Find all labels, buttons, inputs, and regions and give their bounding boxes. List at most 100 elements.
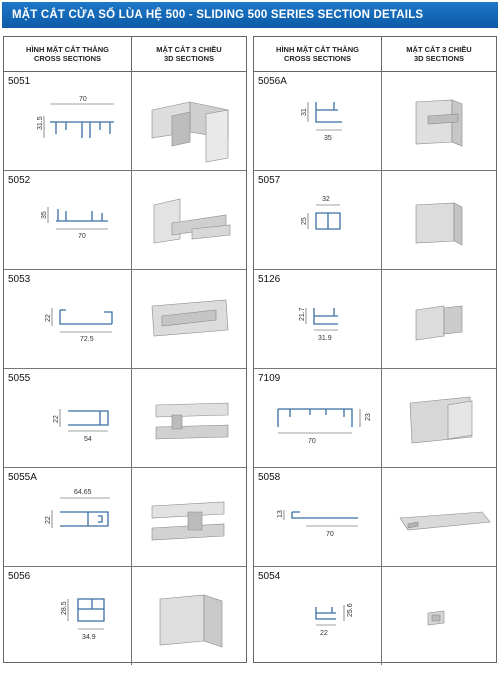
table-row: 5056 28.5 34.9	[4, 567, 246, 665]
cross-section-drawing: 25.6 22	[315, 603, 354, 637]
table-row: 5056A 31 35	[254, 72, 496, 171]
3d-section-image	[159, 594, 223, 648]
dimension-label: 34.9	[82, 634, 96, 641]
3d-section-cell	[382, 72, 496, 170]
cross-section-drawing: 64.65 22	[45, 489, 110, 528]
3d-section-image	[415, 305, 463, 341]
cross-header-en: CROSS SECTIONS	[283, 54, 352, 63]
cross-section-cell: 5051 70 31.5	[4, 72, 132, 170]
3d-header-vn: MẶT CẮT 3 CHIỀU	[156, 45, 222, 54]
3d-section-cell	[132, 468, 246, 566]
cross-section-cell: 5053 22 72.5	[4, 270, 132, 368]
cross-section-cell: 5054 25.6 22	[254, 567, 382, 665]
table-row: 5058 13 70	[254, 468, 496, 567]
3d-section-cell	[382, 468, 496, 566]
dimension-label: 31.9	[318, 335, 332, 342]
cross-section-drawing: 22 72.5	[45, 308, 113, 343]
dimension-label: 25	[301, 217, 308, 225]
cross-section-drawing: 13 70	[277, 510, 358, 538]
3d-section-image	[415, 99, 463, 147]
cross-section-drawing: 28.5 34.9	[61, 598, 105, 641]
table-row: 5057 32 25	[254, 171, 496, 270]
cross-header-vn: HÌNH MẶT CẮT THẲNG	[26, 45, 109, 54]
table-row: 5051 70 31.5	[4, 72, 246, 171]
profile-code: 5056A	[258, 76, 287, 87]
3d-section-header: MẶT CẮT 3 CHIỀU 3D SECTIONS	[382, 37, 496, 71]
dimension-label: 35	[41, 211, 48, 219]
profile-code: 5058	[258, 472, 281, 483]
3d-section-header: MẶT CẮT 3 CHIỀU 3D SECTIONS	[132, 37, 246, 71]
3d-header-en: 3D SECTIONS	[413, 54, 464, 63]
3d-section-cell	[132, 567, 246, 665]
table-row: 5055 22 54	[4, 369, 246, 468]
3d-section-cell	[132, 369, 246, 467]
3d-section-image	[409, 396, 473, 444]
profile-code: 5057	[258, 175, 281, 186]
table-row: 5054 25.6 22	[254, 567, 496, 665]
cross-section-drawing: 32 25	[301, 196, 341, 230]
3d-section-image	[427, 610, 445, 626]
profile-code: 5056	[8, 571, 31, 582]
dimension-label: 70	[308, 438, 316, 445]
cross-section-cell: 5055A 64.65 22	[4, 468, 132, 566]
3d-section-cell	[382, 369, 496, 467]
profile-code: 5126	[258, 274, 281, 285]
dimension-label: 22	[320, 630, 328, 637]
table-header: HÌNH MẶT CẮT THẲNG CROSS SECTIONS MẶT CẮ…	[4, 37, 246, 72]
dimension-label: 23	[365, 413, 372, 421]
cross-section-cell: 5058 13 70	[254, 468, 382, 566]
3d-header-vn: MẶT CẮT 3 CHIỀU	[406, 45, 472, 54]
dimension-label: 64.65	[74, 489, 92, 496]
dimension-label: 70	[78, 233, 86, 240]
3d-section-image	[399, 511, 491, 531]
dimension-label: 28.5	[61, 601, 68, 615]
3d-section-image	[155, 402, 229, 440]
cross-section-cell: 5126 21.7 31.9	[254, 270, 382, 368]
3d-section-cell	[382, 567, 496, 665]
cross-header-vn: HÌNH MẶT CẮT THẲNG	[276, 45, 359, 54]
dimension-label: 22	[45, 516, 52, 524]
3d-section-image	[151, 501, 225, 541]
profile-code: 5052	[8, 175, 31, 186]
right-section-table: HÌNH MẶT CẮT THẲNG CROSS SECTIONS MẶT CẮ…	[253, 36, 497, 665]
3d-section-image	[151, 299, 229, 337]
cross-section-cell: 5056 28.5 34.9	[4, 567, 132, 665]
3d-section-cell	[132, 171, 246, 269]
dimension-label: 32	[322, 196, 330, 203]
table-header: HÌNH MẶT CẮT THẲNG CROSS SECTIONS MẶT CẮ…	[254, 37, 496, 72]
profile-code: 5053	[8, 274, 31, 285]
cross-section-cell: 5055 22 54	[4, 369, 132, 467]
cross-section-cell: 5057 32 25	[254, 171, 382, 269]
dimension-label: 21.7	[299, 307, 306, 321]
profile-code: 7109	[258, 373, 281, 384]
dimension-label: 35	[324, 135, 332, 142]
left-section-table: HÌNH MẶT CẮT THẲNG CROSS SECTIONS MẶT CẮ…	[3, 36, 247, 665]
cross-section-drawing: 35 70	[41, 207, 108, 240]
table-row: 5126 21.7 31.9	[254, 270, 496, 369]
table-row: 7109 23 70	[254, 369, 496, 468]
cross-section-cell: 5052 35 70	[4, 171, 132, 269]
3d-section-image	[153, 198, 231, 244]
cross-section-header: HÌNH MẶT CẮT THẲNG CROSS SECTIONS	[254, 37, 382, 71]
3d-section-image	[151, 101, 229, 163]
dimension-label: 72.5	[80, 336, 94, 343]
dimension-label: 13	[277, 510, 284, 518]
dimension-label: 22	[53, 415, 60, 423]
table-row: 5055A 64.65 22	[4, 468, 246, 567]
profile-code: 5055	[8, 373, 31, 384]
table-row: 5052 35 70	[4, 171, 246, 270]
cross-section-drawing: 31 35	[301, 102, 342, 142]
3d-section-cell	[382, 270, 496, 368]
cross-section-drawing: 22 54	[53, 409, 109, 443]
cross-section-drawing: 21.7 31.9	[299, 307, 338, 342]
dimension-label: 25.6	[347, 603, 354, 617]
cross-section-drawing: 23 70	[277, 408, 372, 445]
3d-header-en: 3D SECTIONS	[163, 54, 214, 63]
profile-code: 5051	[8, 76, 31, 87]
dimension-label: 54	[84, 436, 92, 443]
dimension-label: 22	[45, 314, 52, 322]
dimension-label: 31.5	[37, 116, 44, 130]
dimension-label: 70	[326, 531, 334, 538]
profile-code: 5055A	[8, 472, 37, 483]
page-title-banner: MẶT CẮT CỬA SỔ LÙA HỆ 500 - SLIDING 500 …	[2, 2, 498, 28]
